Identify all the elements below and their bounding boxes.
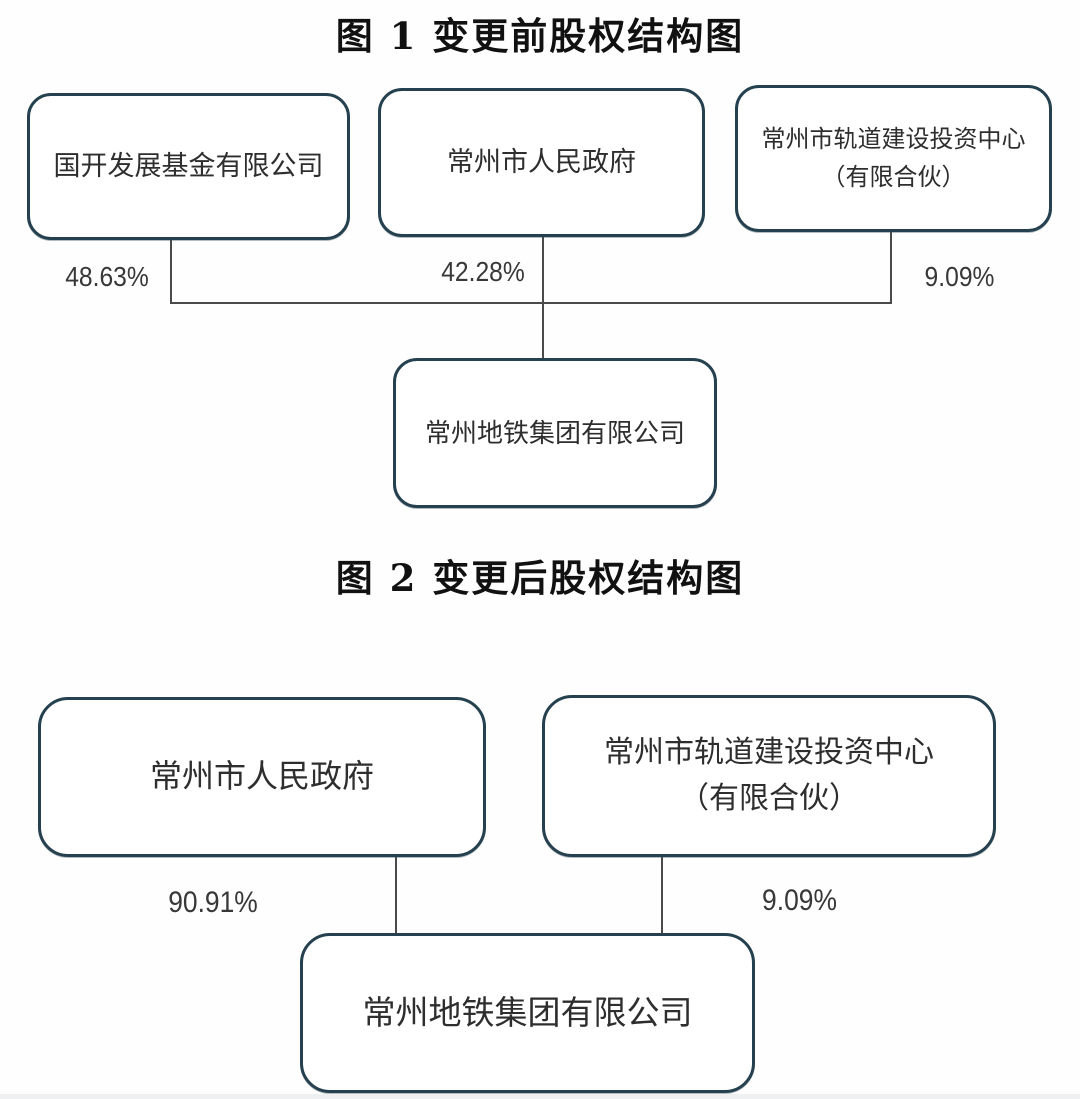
shareholder-name: 常州市轨道建设投资中心 [761,126,1026,154]
shareholder-name: 国开发展基金有限公司 [53,150,324,181]
figure1-title: 图 1 变更前股权结构图 [335,14,745,58]
page-bottom-edge [0,1094,1080,1099]
ownership-percentage-government: 90.91% [168,886,258,919]
company-name: 常州地铁集团有限公司 [362,994,693,1032]
connector-center-line [542,237,544,358]
shareholder-name-line2: （有限合伙） [679,782,859,815]
shareholder-box-changzhou-government: 常州市人民政府 [378,88,705,237]
ownership-percentage-rail-center: 9.09% [762,884,837,917]
company-name: 常州地铁集团有限公司 [424,417,685,448]
ownership-percentage-guokai: 48.63% [65,261,149,292]
connector-right-line [661,857,663,933]
company-box-changzhou-metro: 常州地铁集团有限公司 [393,358,717,508]
connector-left-line [395,857,397,933]
ownership-percentage-rail-center: 9.09% [924,261,995,292]
figure2-title: 图 2 变更后股权结构图 [335,556,745,600]
connector-horizontal-bar [170,302,892,304]
connector-left-stub [170,240,172,304]
shareholder-box-guokai-fund: 国开发展基金有限公司 [27,93,350,240]
company-box-changzhou-metro: 常州地铁集团有限公司 [300,933,755,1093]
ownership-percentage-government: 42.28% [441,256,525,287]
shareholder-box-changzhou-government: 常州市人民政府 [38,697,486,857]
shareholder-name: 常州市人民政府 [149,758,374,795]
shareholder-box-rail-investment-center: 常州市轨道建设投资中心 （有限合伙） [542,695,996,857]
shareholder-name: 常州市人民政府 [447,146,636,177]
connector-right-stub [890,232,892,304]
shareholder-name-line2: （有限合伙） [821,163,966,191]
shareholder-box-rail-investment-center: 常州市轨道建设投资中心 （有限合伙） [735,85,1052,232]
shareholder-name: 常州市轨道建设投资中心 [604,735,934,769]
